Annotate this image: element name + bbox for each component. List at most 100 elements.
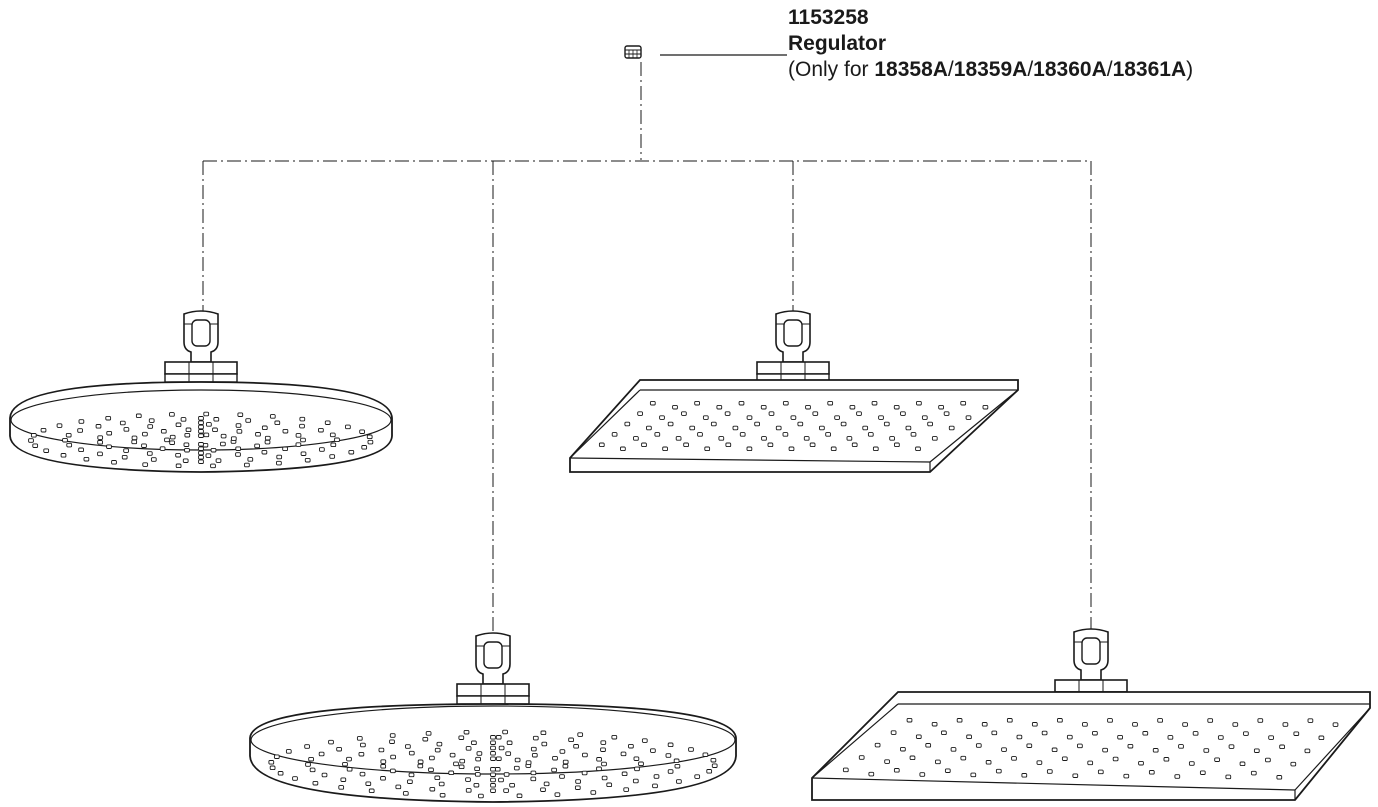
nozzle: [282, 446, 288, 452]
nozzle: [95, 424, 102, 429]
nozzle: [851, 442, 858, 448]
nozzle: [490, 740, 496, 745]
nozzle: [1332, 722, 1339, 727]
nozzle: [78, 447, 84, 453]
nozzle: [530, 746, 537, 752]
nozzle: [724, 411, 731, 416]
nozzle: [552, 755, 558, 761]
nozzle: [169, 434, 176, 440]
nozzle: [448, 770, 455, 776]
nozzle: [184, 447, 190, 453]
model-number: 18359A: [953, 58, 1028, 81]
nozzle: [652, 783, 658, 789]
nozzle: [889, 436, 895, 441]
nozzle: [732, 425, 739, 431]
nozzle: [210, 447, 217, 453]
nozzle: [915, 734, 922, 739]
nozzle: [475, 756, 481, 762]
nozzle: [675, 436, 682, 441]
nozzle: [478, 793, 484, 799]
nozzle: [247, 457, 254, 462]
nozzle: [991, 730, 998, 736]
nozzle: [746, 446, 753, 452]
nozzle: [659, 415, 665, 420]
nozzle: [434, 747, 441, 753]
nozzle: [667, 769, 674, 774]
nozzle: [842, 767, 849, 773]
nozzle: [1279, 744, 1285, 750]
nozzle: [596, 766, 602, 772]
nozzle: [746, 415, 753, 420]
nozzle: [185, 427, 192, 433]
nozzle: [900, 411, 906, 416]
nozzle: [623, 787, 630, 792]
nozzle: [683, 442, 689, 448]
nozzle: [274, 420, 281, 426]
nozzle: [775, 425, 782, 431]
nozzle: [568, 737, 574, 743]
round-showerhead-icon: [249, 632, 737, 803]
nozzle: [264, 435, 271, 441]
nozzle: [621, 771, 628, 777]
nozzle: [628, 743, 634, 749]
nozzle: [948, 425, 955, 431]
nozzle: [689, 425, 696, 431]
nozzle: [1148, 770, 1155, 775]
nozzle: [910, 432, 917, 437]
regulator-icon: [624, 45, 642, 59]
nozzle: [121, 454, 128, 460]
nozzle: [465, 777, 471, 782]
nozzle: [148, 418, 155, 423]
nozzle: [716, 404, 723, 410]
nozzle: [1199, 770, 1206, 775]
nozzle: [905, 425, 912, 431]
nozzle: [1021, 773, 1028, 778]
nozzle: [702, 415, 709, 420]
nozzle: [212, 427, 218, 433]
nozzle: [681, 411, 687, 416]
nozzle: [849, 404, 856, 410]
nozzle: [458, 764, 465, 770]
nozzle: [490, 777, 496, 783]
nozzle: [495, 735, 502, 740]
nozzle: [346, 756, 352, 762]
nozzle: [215, 458, 222, 463]
nozzle: [295, 442, 302, 447]
nozzle: [543, 781, 550, 787]
nozzle: [525, 760, 532, 765]
nozzle: [422, 736, 429, 742]
nozzle: [582, 752, 588, 758]
nozzle: [513, 765, 520, 771]
nozzle: [941, 730, 947, 736]
nozzle: [620, 446, 626, 452]
nozzle: [220, 433, 227, 439]
nozzle: [237, 412, 244, 417]
nozzle: [340, 777, 347, 782]
nozzle: [254, 443, 260, 449]
nozzle: [624, 421, 631, 427]
nozzle: [380, 764, 387, 769]
nozzle: [198, 459, 204, 464]
nozzle: [1232, 722, 1239, 727]
nozzle: [1307, 718, 1314, 723]
nozzle: [1138, 760, 1144, 766]
nozzle: [494, 767, 501, 772]
nozzle: [1082, 722, 1088, 727]
nozzle: [245, 418, 252, 423]
nozzle: [649, 400, 656, 406]
nozzle: [827, 400, 834, 406]
nozzle: [292, 776, 298, 781]
nozzle: [596, 757, 602, 762]
nozzle: [1318, 735, 1325, 741]
nozzle: [123, 448, 129, 453]
nozzle: [1066, 734, 1073, 740]
nozzle: [408, 750, 415, 756]
round-showerhead-icon: [9, 310, 393, 473]
nozzle: [710, 757, 717, 763]
nozzle: [395, 784, 402, 790]
nozzle: [142, 431, 148, 437]
nozzle: [1188, 761, 1195, 766]
nozzle: [356, 736, 363, 741]
nozzle: [620, 751, 627, 757]
nozzle: [856, 411, 862, 416]
